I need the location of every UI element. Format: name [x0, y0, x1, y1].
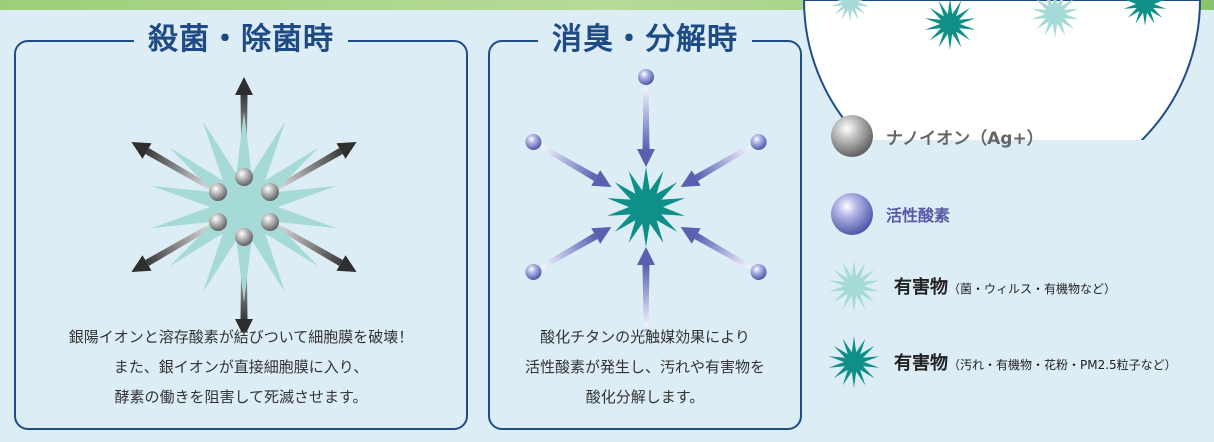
inward-arrow-2 — [680, 144, 752, 187]
outward-arrow-5 — [131, 218, 222, 272]
active-oxygen-sphere-icon — [831, 193, 873, 235]
legend-harmful-light-note: （菌・ウィルス・有機物など） — [948, 282, 1117, 296]
deodorization-panel: 消臭・分解時 酸化チタンの光触媒効果により 活性酸素が発生し、汚れや有害物を 酸… — [488, 20, 802, 430]
circle-pollutant-star-2 — [1123, 0, 1167, 26]
sterilization-line-1: 銀陽イオンと溶存酸素が結びついて細胞膜を破壊！ — [68, 328, 414, 346]
sterilization-title: 殺菌・除菌時 — [134, 20, 348, 60]
silver-ion-3 — [260, 213, 279, 231]
legend-pollutant-star-shape — [828, 336, 880, 388]
sterilization-line-2: また、銀イオンが直接細胞膜に入り、 — [113, 358, 369, 376]
inward-arrow-3 — [680, 227, 752, 270]
circle-pollutant-star-1 — [924, 0, 976, 50]
active-oxygen-3 — [750, 264, 767, 280]
silver-ion-6 — [209, 183, 228, 201]
legend-item-harmful-light: 有害物（菌・ウィルス・有機物など） — [826, 258, 1116, 314]
sterilization-panel: 殺菌・除菌時 銀陽イオンと溶存酸素が結びついて細胞膜を破壊！ また、銀イオンが直… — [14, 20, 468, 430]
sterilization-line-3: 酵素の働きを阻害して死滅させます。 — [114, 388, 368, 406]
bacteria-star-shape — [151, 112, 337, 302]
legend-oxygen-label: 活性酸素 — [886, 206, 951, 225]
sterilization-illustration — [131, 77, 357, 332]
legend-harmful-dark-label: 有害物 — [894, 353, 948, 374]
inward-arrow-set — [540, 87, 752, 327]
legend-harmful-light-text: 有害物（菌・ウィルス・有機物など） — [894, 273, 1116, 299]
pollutant-star-dark-icon — [607, 167, 685, 247]
deodorization-line-1: 酸化チタンの光触媒効果により — [540, 328, 750, 346]
pollutant-star-shape — [607, 167, 685, 247]
silver-ion-cluster — [209, 168, 279, 246]
top-gradient-bar — [0, 0, 1214, 10]
deodorization-line-2: 活性酸素が発生し、汚れや有害物を — [524, 358, 765, 376]
silver-ion-sphere-icon — [831, 115, 873, 157]
outward-arrow-2 — [266, 142, 357, 196]
legend-harmful-dark-note: （汚れ・有機物・花粉・PM2.5粒子など） — [948, 358, 1177, 372]
active-oxygen-5 — [525, 264, 542, 280]
deodorization-illustration — [525, 69, 767, 332]
inward-arrow-6 — [540, 144, 612, 187]
active-oxygen-1 — [638, 69, 654, 85]
circle-bacteria-star-2 — [1031, 0, 1079, 38]
circle-bacteria-star-1 — [830, 0, 870, 22]
outward-arrow-3 — [266, 218, 357, 272]
legend-harmful-light-label: 有害物 — [894, 277, 948, 298]
silver-ion-4 — [235, 228, 253, 246]
sterilization-description: 銀陽イオンと溶存酸素が結びついて細胞膜を破壊！ また、銀イオンが直接細胞膜に入り… — [16, 322, 466, 412]
circle-star-group — [830, 0, 1167, 50]
silver-ion-2 — [260, 183, 279, 201]
active-oxygen-4 — [639, 329, 653, 332]
legend: ナノイオン（Ag+） 活性酸素 有害物（菌・ウィルス・有機物など） 有害物（汚れ… — [826, 0, 1214, 442]
legend-item-harmful-dark: 有害物（汚れ・有機物・花粉・PM2.5粒子など） — [826, 334, 1177, 390]
substance-circle-illustration — [802, 0, 1202, 140]
deodorization-description: 酸化チタンの光触媒効果により 活性酸素が発生し、汚れや有害物を 酸化分解します。 — [490, 322, 800, 412]
inward-arrow-4 — [637, 247, 655, 327]
legend-harmful-dark-text: 有害物（汚れ・有機物・花粉・PM2.5粒子など） — [894, 349, 1177, 375]
legend-item-ion: ナノイオン（Ag+） — [830, 114, 1044, 158]
deodorization-line-3: 酸化分解します。 — [585, 388, 705, 406]
inward-arrow-1 — [637, 87, 655, 167]
bacteria-star-light-icon — [151, 112, 337, 302]
outward-arrow-6 — [131, 142, 222, 196]
bacteria-star-light-icon — [828, 260, 880, 312]
outward-arrow-set — [131, 77, 357, 332]
pollutant-star-dark-icon — [828, 336, 880, 388]
deodorization-title: 消臭・分解時 — [538, 20, 752, 60]
active-oxygen-2 — [750, 134, 767, 150]
silver-ion-1 — [235, 168, 253, 186]
oxygen-sphere-set — [525, 69, 767, 332]
silver-ion-5 — [209, 213, 228, 231]
inward-arrow-5 — [540, 227, 612, 270]
legend-bacteria-star-shape — [828, 260, 880, 312]
legend-item-oxygen: 活性酸素 — [830, 192, 950, 236]
active-oxygen-6 — [525, 134, 542, 150]
legend-ion-label: ナノイオン（Ag+） — [886, 128, 1044, 149]
